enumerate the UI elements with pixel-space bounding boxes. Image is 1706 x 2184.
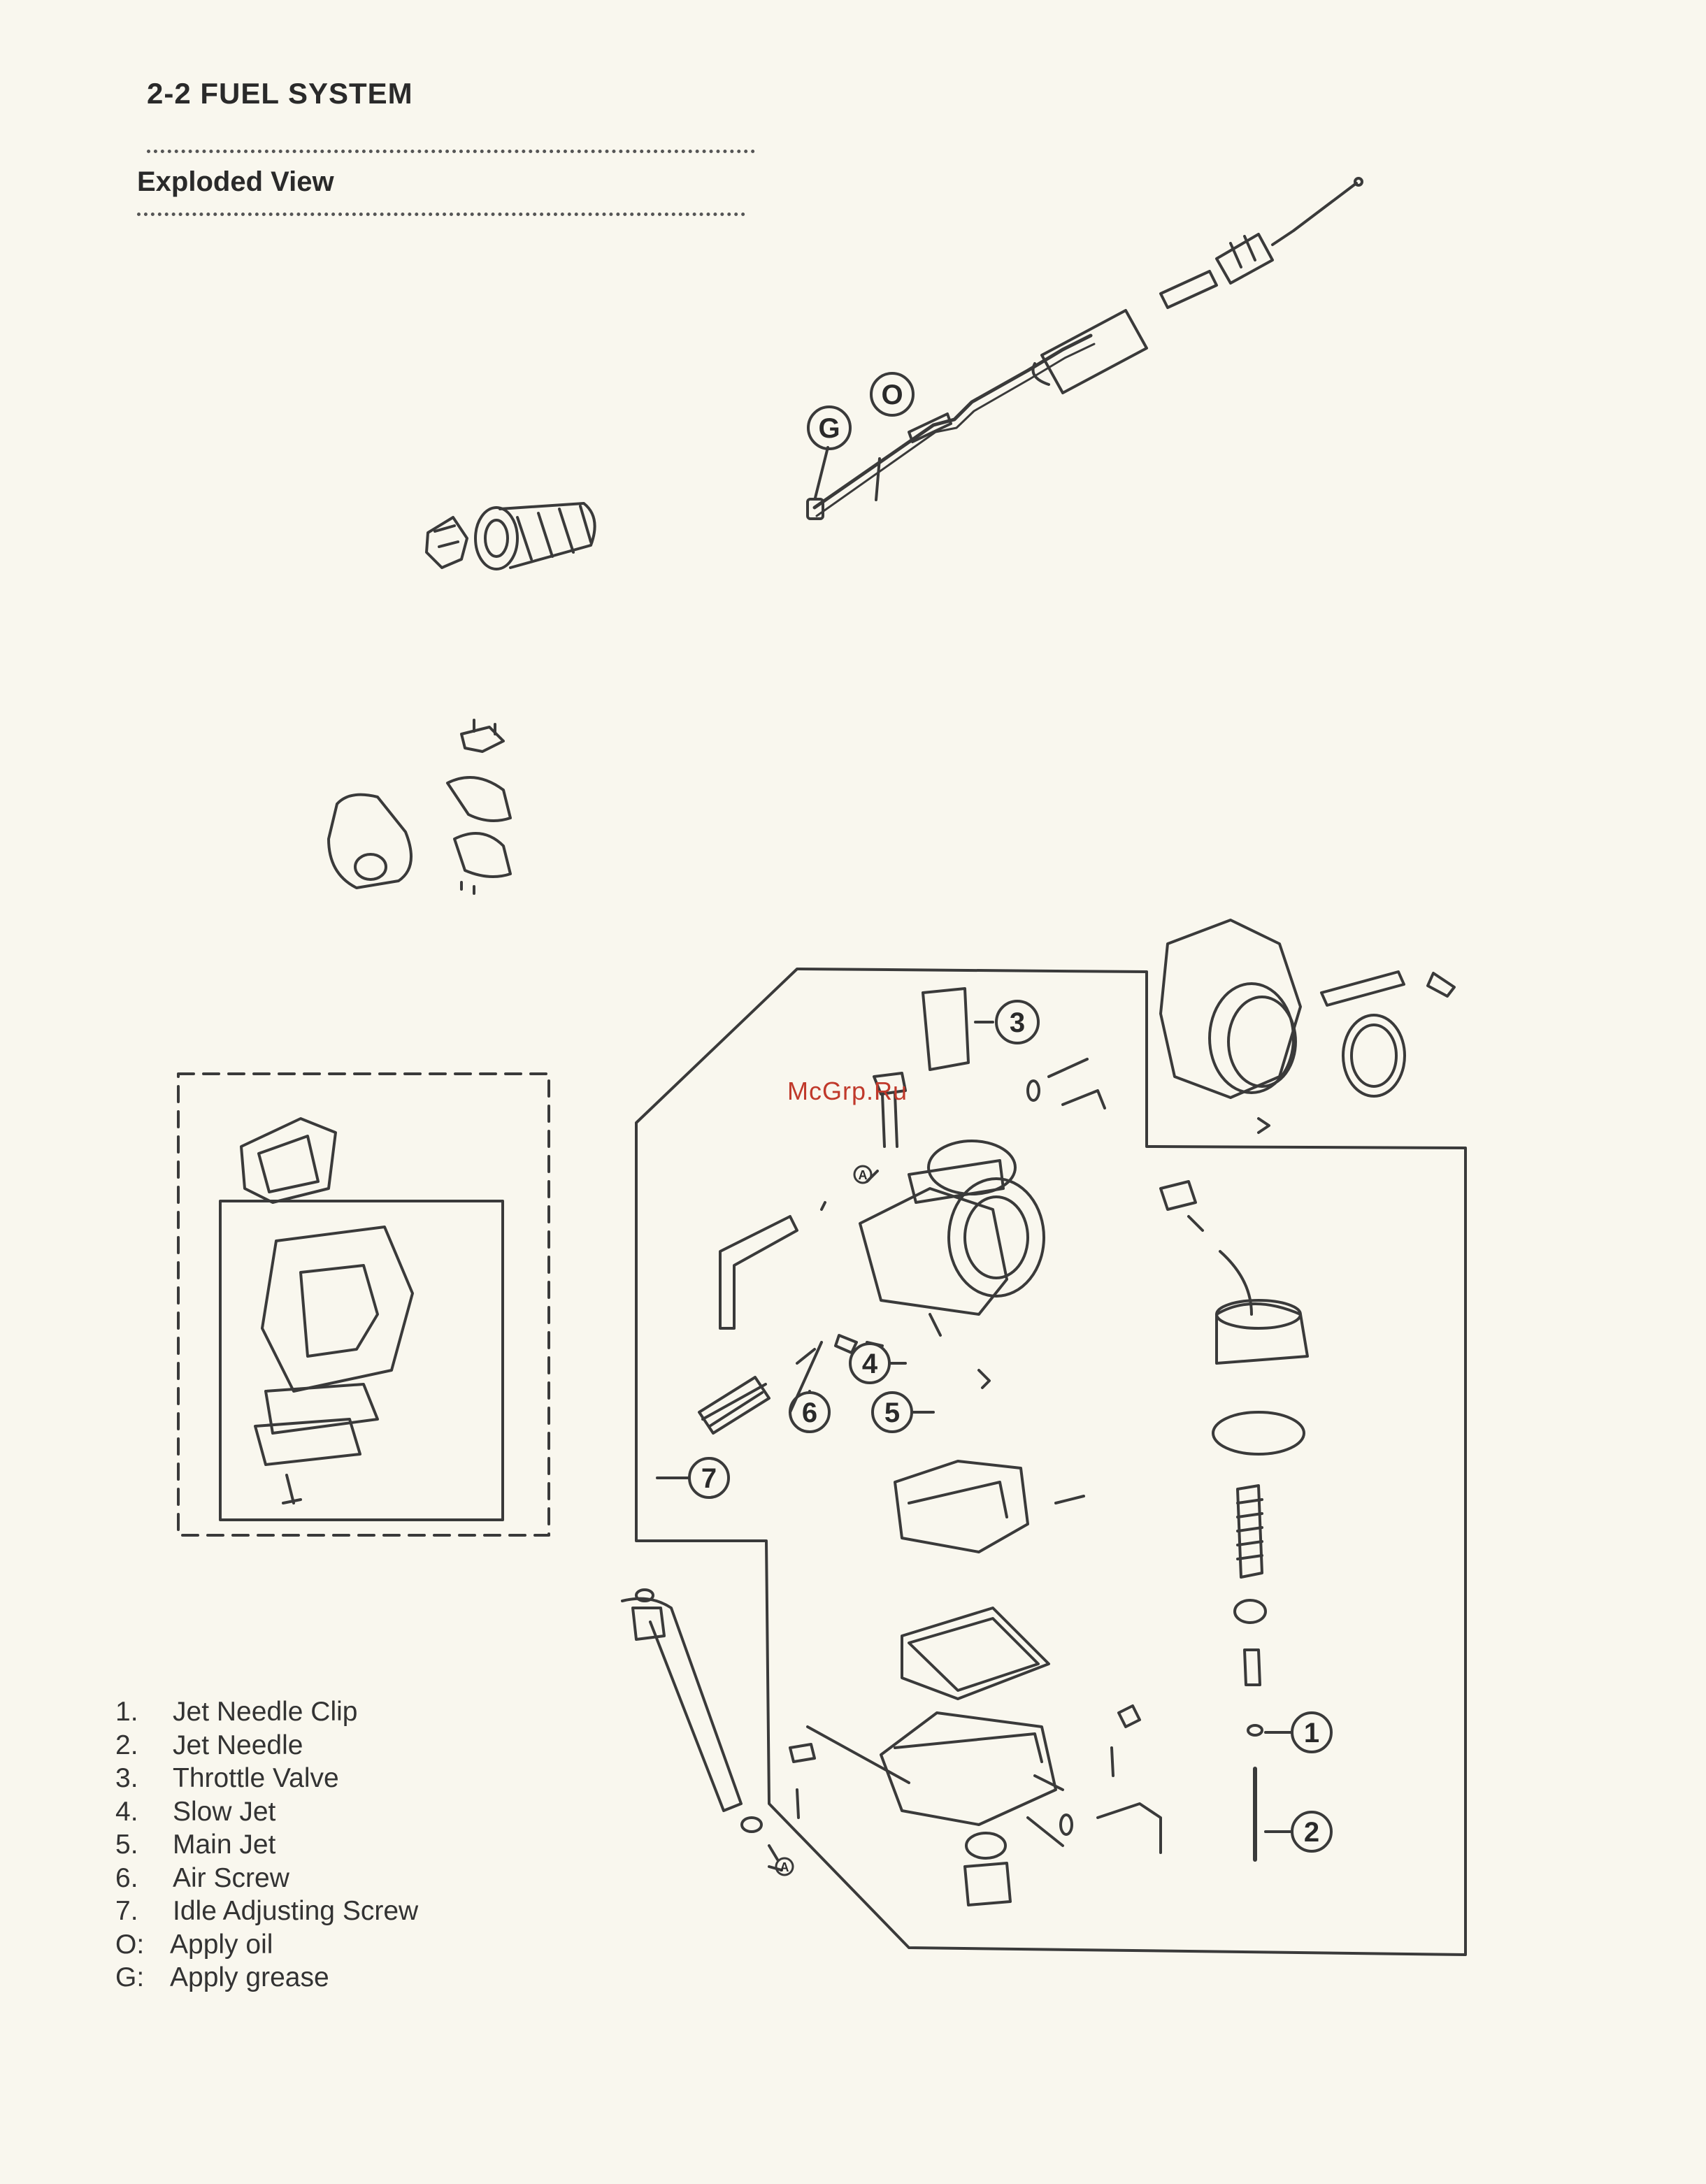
parts-legend: 1.Jet Needle Clip 2.Jet Needle 3.Throttl… [115, 1695, 418, 1995]
legend-key: 4. [115, 1795, 173, 1829]
callout-label-2: 2 [1304, 1817, 1319, 1848]
legend-text: Apply oil [170, 1928, 273, 1962]
throttle-cable [808, 178, 1362, 519]
legend-key: 1. [115, 1695, 173, 1729]
watermark: McGrp.Ru [787, 1077, 908, 1106]
callout-label-4: 4 [862, 1349, 878, 1379]
legend-item: 2.Jet Needle [115, 1729, 418, 1762]
callout-7 [657, 1458, 729, 1497]
callout-4 [850, 1344, 905, 1383]
legend-key: O: [115, 1928, 170, 1962]
callout-2 [1266, 1812, 1331, 1851]
legend-text: Jet Needle [173, 1729, 303, 1762]
legend-item: 3.Throttle Valve [115, 1762, 418, 1795]
legend-text: Air Screw [173, 1862, 289, 1895]
legend-item: 5.Main Jet [115, 1828, 418, 1862]
legend-key: 5. [115, 1828, 173, 1862]
legend-key: G: [115, 1961, 170, 1995]
legend-item: O:Apply oil [115, 1928, 418, 1962]
carburetor-parts [622, 989, 1307, 1905]
throttle-grip [426, 503, 595, 569]
callout-label-5: 5 [884, 1398, 900, 1428]
legend-key: 7. [115, 1895, 173, 1928]
legend-item: 7.Idle Adjusting Screw [115, 1895, 418, 1928]
callout-label-7: 7 [701, 1463, 717, 1494]
legend-text: Throttle Valve [173, 1762, 339, 1795]
legend-key: 6. [115, 1862, 173, 1895]
intake-manifold [1161, 920, 1454, 1133]
switch-housing [329, 720, 510, 893]
callout-label-6: 6 [802, 1398, 817, 1428]
carburetor-group-outline [636, 969, 1465, 1955]
legend-key: 3. [115, 1762, 173, 1795]
callout-5 [873, 1393, 933, 1432]
legend-key: 2. [115, 1729, 173, 1762]
legend-item: 1.Jet Needle Clip [115, 1695, 418, 1729]
callout-markers: 3 4 5 6 7 1 2 O G A A [657, 373, 1331, 1875]
legend-item: G:Apply grease [115, 1961, 418, 1995]
legend-item: 4.Slow Jet [115, 1795, 418, 1829]
legend-text: Main Jet [173, 1828, 275, 1862]
legend-text: Idle Adjusting Screw [173, 1895, 418, 1928]
reed-valve-inset [178, 1074, 549, 1535]
legend-item: 6.Air Screw [115, 1862, 418, 1895]
callout-label-g: G [818, 413, 840, 444]
callout-label-1: 1 [1304, 1718, 1319, 1748]
callout-label-a-bottom: A [780, 1860, 789, 1874]
callout-label-3: 3 [1010, 1007, 1025, 1038]
legend-text: Jet Needle Clip [173, 1695, 357, 1729]
callout-label-a-top: A [859, 1168, 868, 1182]
legend-text: Slow Jet [173, 1795, 275, 1829]
callout-label-o: O [881, 380, 903, 410]
callout-1 [1266, 1713, 1331, 1752]
callout-3 [975, 1001, 1038, 1043]
legend-text: Apply grease [170, 1961, 329, 1995]
